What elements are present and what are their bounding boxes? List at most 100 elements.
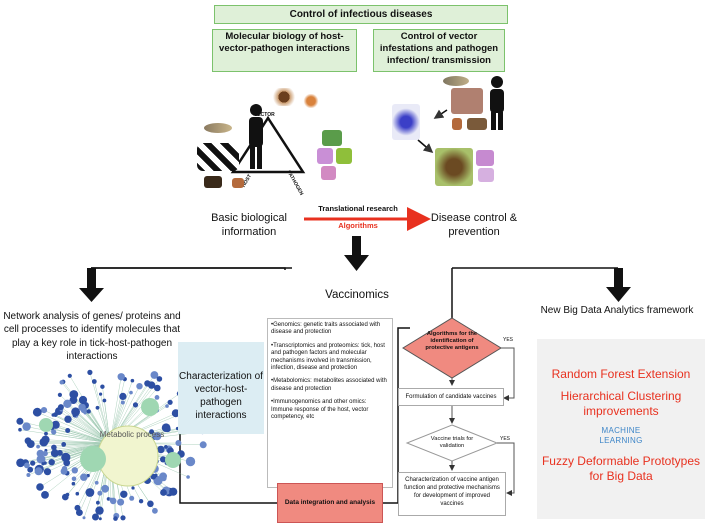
- network-node: [82, 516, 86, 520]
- network-node: [97, 490, 103, 496]
- network-node: [186, 475, 190, 479]
- data-int-right-line: [381, 327, 410, 504]
- network-node: [156, 376, 163, 382]
- network-node: [80, 473, 88, 481]
- network-node: [91, 379, 97, 384]
- network-node: [95, 506, 104, 515]
- network-node: [51, 429, 57, 435]
- network-node: [132, 402, 139, 408]
- yes-label-2: YES: [500, 436, 511, 442]
- network-edge: [19, 421, 111, 444]
- dog-control-icon: [467, 118, 487, 130]
- network-node: [51, 444, 57, 451]
- network-node: [131, 486, 135, 490]
- network-node: [71, 467, 79, 474]
- network-node: [36, 483, 44, 491]
- network-edge: [40, 442, 111, 460]
- network-node: [150, 473, 157, 480]
- network-node: [100, 384, 105, 389]
- network-node: [165, 404, 169, 408]
- yes-label-1: YES: [503, 337, 514, 343]
- network-node: [119, 392, 127, 400]
- network-node: [147, 381, 156, 389]
- network-node: [36, 449, 44, 458]
- network-node: [117, 498, 125, 506]
- network-node: [57, 392, 63, 397]
- yes-loop-1: [501, 347, 515, 401]
- network-edge: [53, 431, 111, 444]
- network-node: [136, 383, 143, 390]
- char-vaccine-box: Characterization of vaccine antigen func…: [398, 472, 506, 516]
- control-infectious-diseases-title: Control of infectious diseases: [214, 5, 508, 24]
- tick-icon: [271, 88, 297, 106]
- network-graph: [16, 369, 207, 521]
- network-edge: [61, 409, 111, 444]
- network-node: [63, 459, 71, 467]
- pathogen-image-4-icon: [321, 166, 336, 180]
- network-node: [83, 411, 87, 415]
- vector-label: VECTOR: [254, 112, 275, 118]
- hierarchical-text: Hierarchical Clustering improvements: [560, 389, 682, 418]
- ticks-on-plant-icon: [435, 148, 473, 186]
- network-node: [99, 392, 103, 396]
- arrow-to-mosquito: [433, 109, 448, 119]
- network-node: [96, 500, 100, 505]
- machine-text: MACHINE: [601, 426, 641, 435]
- network-node: [51, 420, 60, 429]
- network-node: [75, 491, 80, 496]
- pathogen-image-2-icon: [317, 148, 333, 164]
- network-down-arrow: [79, 268, 104, 302]
- network-node: [130, 378, 135, 383]
- network-node: [86, 409, 91, 414]
- network-edge: [69, 375, 111, 444]
- network-center-label: Metabolic process: [99, 430, 165, 439]
- network-node: [67, 373, 72, 378]
- human-silhouette-left-icon: [249, 104, 263, 169]
- basic-biological-info: Basic biological information: [211, 212, 287, 238]
- network-node: [185, 456, 196, 467]
- network-node: [117, 373, 125, 381]
- network-node: [159, 472, 168, 481]
- molecular-biology-box: Molecular biology of host-vector-pathoge…: [212, 29, 357, 72]
- machine-learning-panel: Random Forest Extension Hierarchical Clu…: [537, 339, 705, 519]
- mite-icon: [303, 94, 319, 108]
- fish-control-icon: [443, 76, 469, 86]
- fish-icon: [204, 123, 232, 133]
- network-node: [94, 480, 99, 485]
- network-node: [64, 415, 72, 423]
- network-node: [147, 500, 154, 508]
- random-forest-text: Random Forest Extension: [551, 367, 691, 381]
- network-node: [157, 445, 165, 454]
- network-node: [102, 398, 107, 403]
- network-node: [92, 513, 99, 521]
- network-node: [65, 428, 71, 433]
- dog-icon: [204, 176, 222, 188]
- network-node: [41, 491, 49, 499]
- network-node: [87, 369, 93, 375]
- network-edge: [94, 381, 111, 444]
- network-node: [24, 437, 32, 445]
- network-node: [150, 371, 159, 379]
- disease-control-label: Disease control & prevention: [430, 212, 518, 238]
- learning-text: LEARNING: [599, 436, 643, 445]
- network-analysis-label: Network analysis of genes/ proteins and …: [3, 311, 181, 362]
- yes-loop-2: [497, 442, 515, 496]
- network-node: [40, 407, 48, 414]
- network-edge: [38, 442, 111, 447]
- network-node: [16, 417, 24, 425]
- network-node: [44, 431, 48, 436]
- network-node: [95, 405, 100, 410]
- network-node: [120, 515, 126, 521]
- network-node: [18, 427, 22, 432]
- network-node: [153, 432, 162, 441]
- network-node: [43, 468, 52, 476]
- human-silhouette-right-icon: [490, 76, 504, 130]
- network-node: [24, 462, 30, 469]
- network-node: [98, 517, 102, 521]
- network-edge: [55, 424, 111, 444]
- bird-control-icon: [452, 118, 462, 130]
- network-node: [61, 442, 67, 447]
- cow-icon: [197, 143, 239, 171]
- network-node: [16, 458, 25, 468]
- network-node: [48, 459, 55, 466]
